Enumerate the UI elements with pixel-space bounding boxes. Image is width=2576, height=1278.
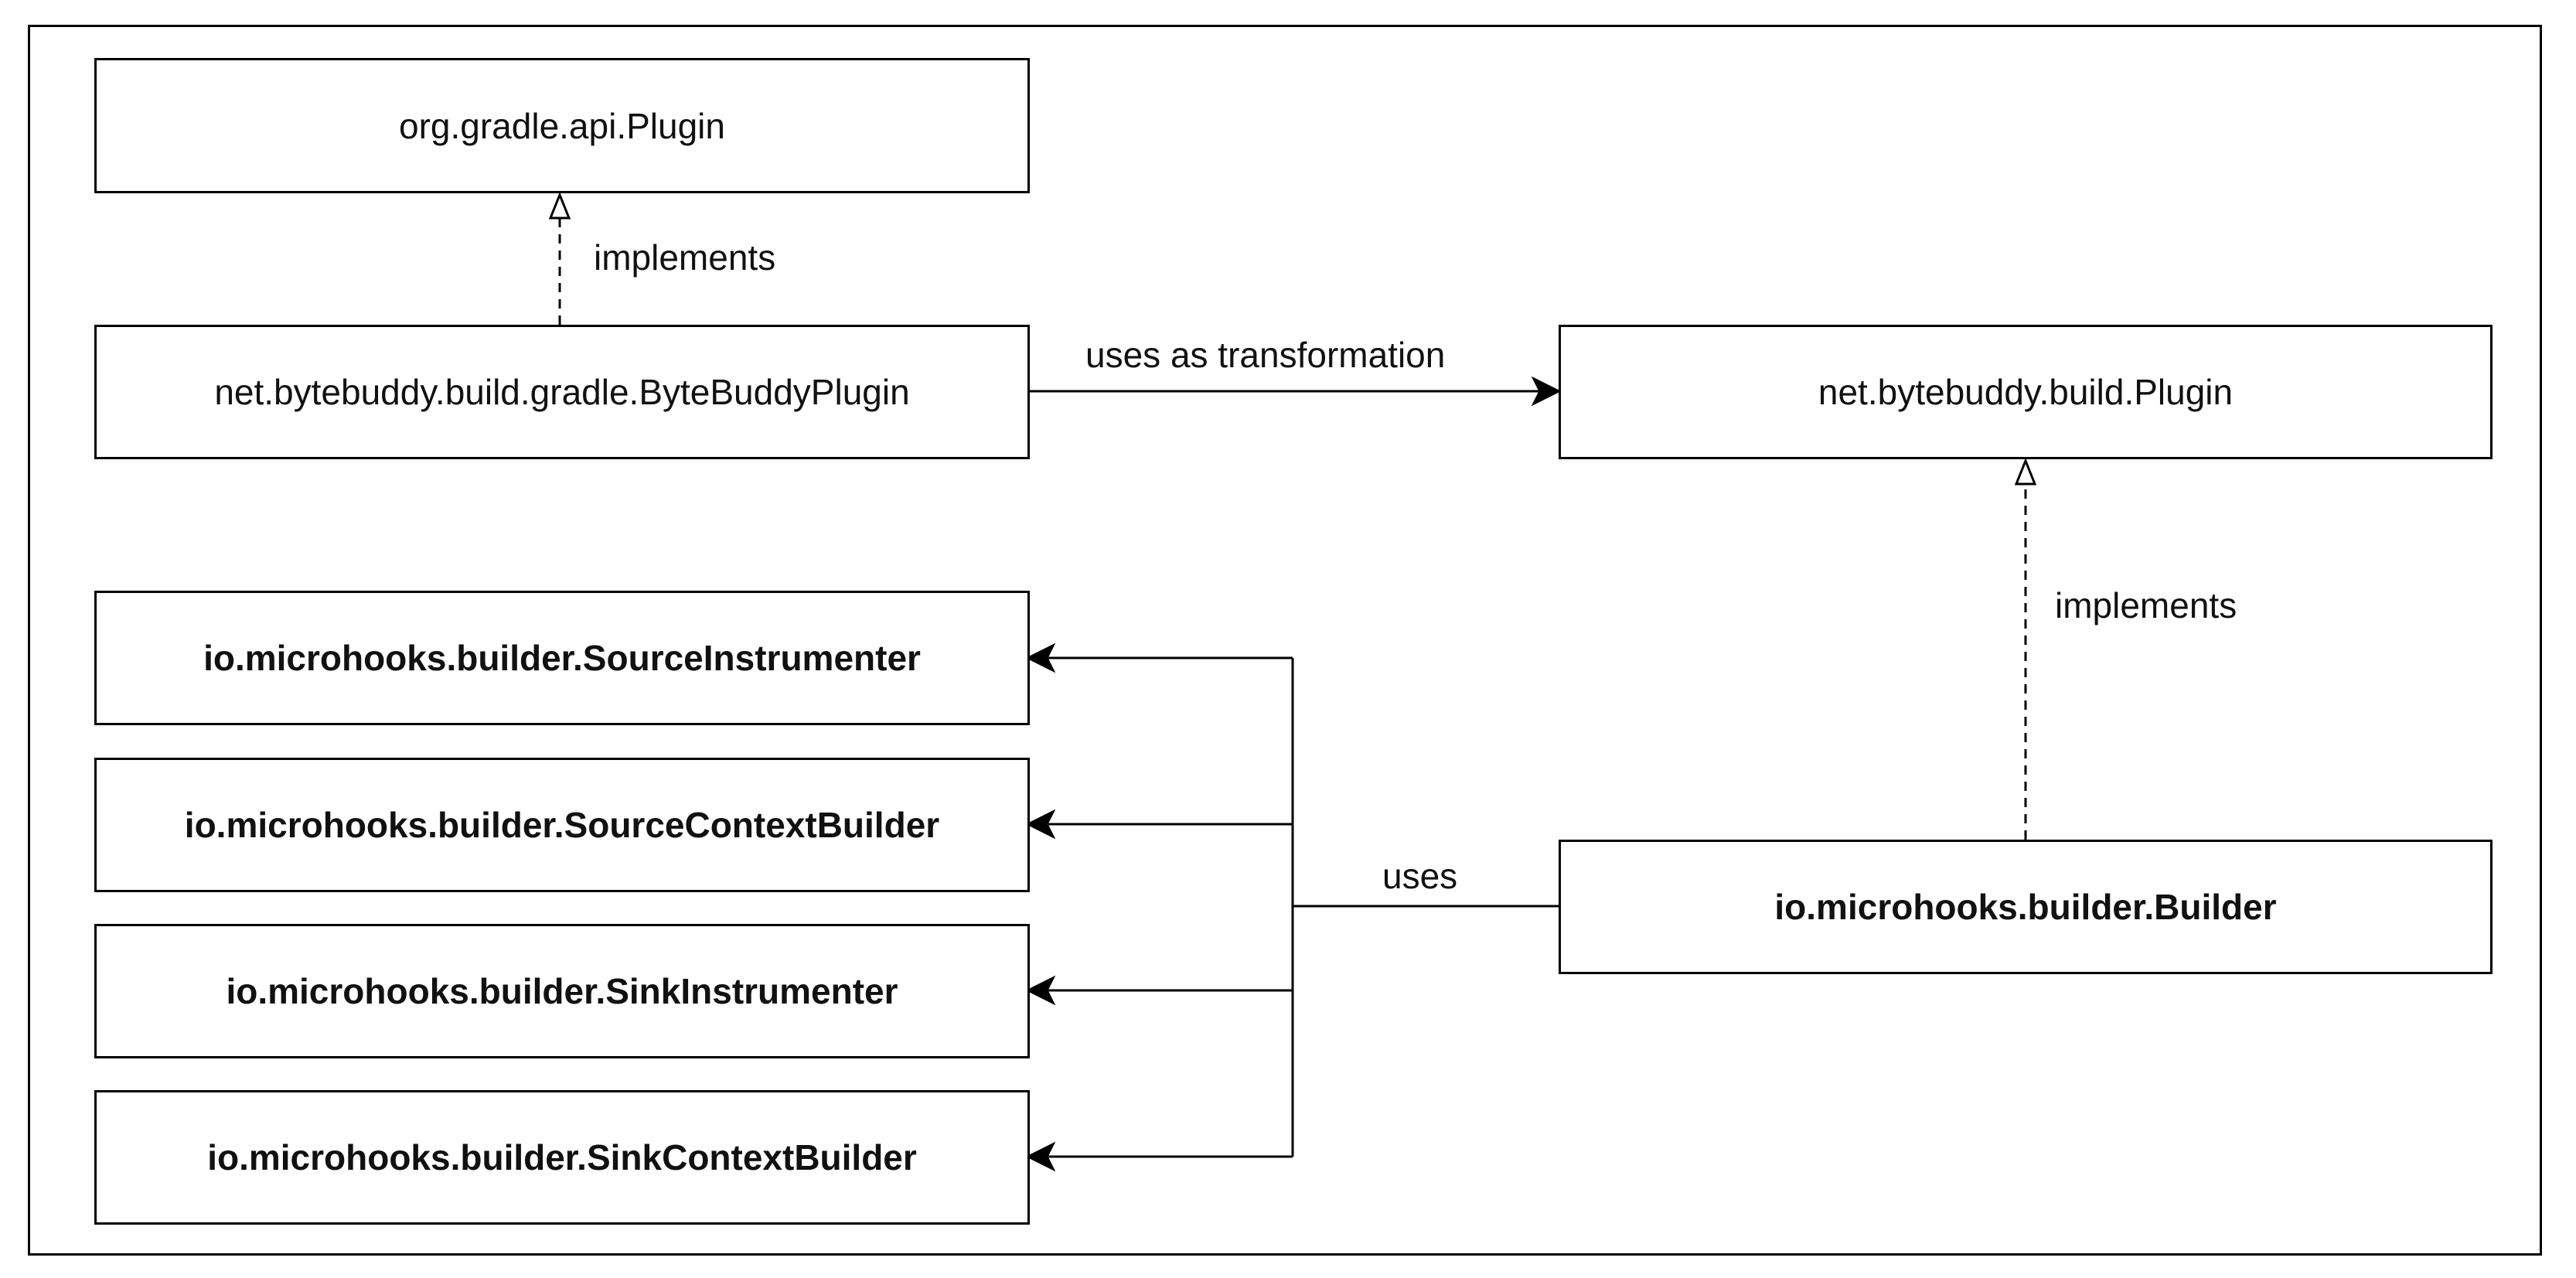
node-label: io.microhooks.builder.Builder xyxy=(1774,887,2277,927)
edge-label-uses: uses xyxy=(1382,856,1458,896)
node-label: io.microhooks.builder.SinkInstrumenter xyxy=(226,971,898,1011)
node-label: io.microhooks.builder.SourceInstrumenter xyxy=(203,638,921,678)
arrowhead-icon xyxy=(1025,1141,1056,1172)
hollow-arrowhead-icon xyxy=(548,191,571,220)
hollow-arrowhead-icon xyxy=(2014,457,2037,486)
node-source-instrumenter: io.microhooks.builder.SourceInstrumenter xyxy=(94,591,1030,725)
node-bytebuddy-gradle-plugin: net.bytebuddy.build.gradle.ByteBuddyPlug… xyxy=(94,325,1030,459)
arrowhead-icon xyxy=(1025,975,1056,1006)
arrowhead-icon xyxy=(1531,376,1562,407)
diagram-frame xyxy=(28,25,2542,1256)
node-label: net.bytebuddy.build.Plugin xyxy=(1818,372,2234,412)
node-sink-instrumenter: io.microhooks.builder.SinkInstrumenter xyxy=(94,924,1030,1058)
arrowhead-icon xyxy=(1025,809,1056,840)
node-label: org.gradle.api.Plugin xyxy=(399,105,725,146)
node-label: io.microhooks.builder.SourceContextBuild… xyxy=(184,805,940,845)
node-org-gradle-api-plugin: org.gradle.api.Plugin xyxy=(94,58,1030,193)
node-sink-context-builder: io.microhooks.builder.SinkContextBuilder xyxy=(94,1090,1030,1225)
node-label: net.bytebuddy.build.gradle.ByteBuddyPlug… xyxy=(214,372,910,412)
edge-label-uses-as-transformation: uses as transformation xyxy=(1085,335,1446,375)
node-source-context-builder: io.microhooks.builder.SourceContextBuild… xyxy=(94,758,1030,892)
node-builder: io.microhooks.builder.Builder xyxy=(1559,840,2493,974)
edge-label-implements-gradle: implements xyxy=(594,237,776,278)
node-label: io.microhooks.builder.SinkContextBuilder xyxy=(207,1137,917,1177)
arrowhead-icon xyxy=(1025,642,1056,673)
node-bytebuddy-build-plugin: net.bytebuddy.build.Plugin xyxy=(1559,325,2493,459)
edge-label-implements-bytebuddy: implements xyxy=(2055,585,2237,625)
